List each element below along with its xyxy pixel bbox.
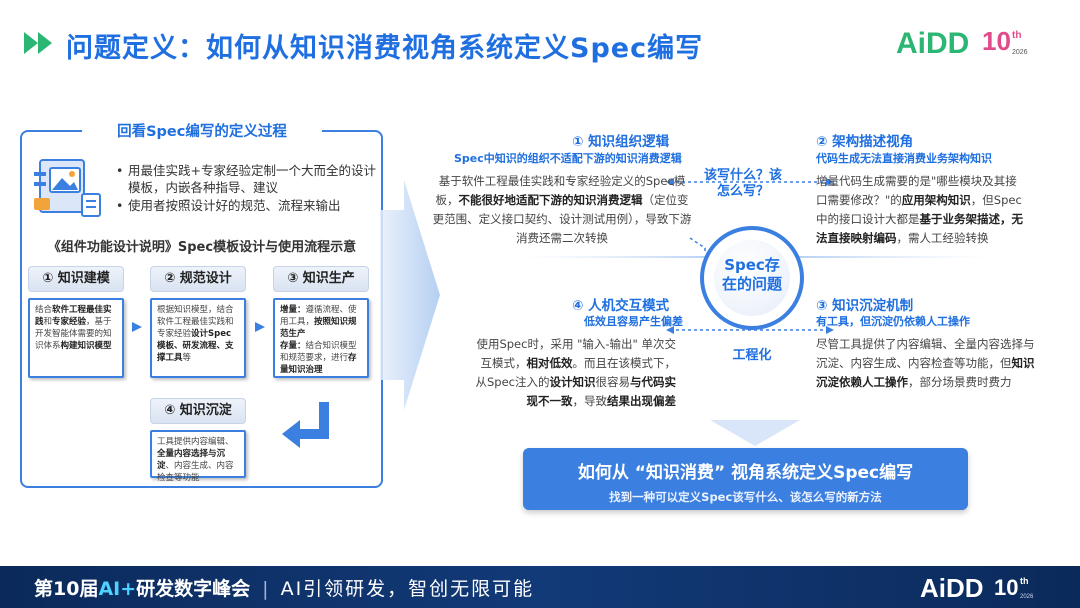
section-title: ③ 知识沉淀机制 <box>816 298 914 314</box>
step-label: ② 规范设计 <box>150 266 246 292</box>
section-subtitle: 低效且容易产生偏差 <box>584 315 683 328</box>
card-heading: 回看Spec编写的定义过程 <box>82 118 322 146</box>
engineering-label: 工程化 <box>732 348 772 363</box>
step-description: 增量：遵循流程、使用工具，按照知识规范生产存量：结合知识模型和规范要求，进行存量… <box>273 298 369 378</box>
conclusion-banner: 如何从 “知识消费” 视角系统定义Spec编写 找到一种可以定义Spec该写什么… <box>523 448 968 510</box>
svg-text:10: 10 <box>982 26 1011 56</box>
step-knowledge-production: ③ 知识生产 增量：遵循流程、使用工具，按照知识规范生产存量：结合知识模型和规范… <box>273 266 369 378</box>
step-label: ① 知识建模 <box>28 266 124 292</box>
step-label: ④ 知识沉淀 <box>150 398 246 424</box>
arrow-right-icon <box>132 322 142 332</box>
svg-text:2026: 2026 <box>1020 594 1034 600</box>
section-body: 基于软件工程最佳实践和专家经验定义的Spec模板，不能很好地适配下游的知识消费逻… <box>432 174 692 245</box>
footer-logo: AiDD 10 th 2026 <box>920 570 1050 604</box>
svg-text:th: th <box>1020 576 1029 586</box>
footer-text: 第10届AI+研发数字峰会|AI引领研发，智创无限可能 <box>34 578 535 600</box>
svg-text:AiDD: AiDD <box>896 27 969 60</box>
footer-bar <box>0 566 1080 608</box>
document-design-icon <box>34 159 101 217</box>
center-label: Spec存在的问题 <box>714 240 790 316</box>
step-description: 根据知识模型，结合软件工程最佳实践和专家经验设计Spec模板、研发流程、支撑工具… <box>150 298 246 378</box>
flow-arrow-icon <box>380 180 440 410</box>
step-spec-design: ② 规范设计 根据知识模型，结合软件工程最佳实践和专家经验设计Spec模板、研发… <box>150 266 246 378</box>
svg-text:2026: 2026 <box>1012 49 1028 56</box>
section-body: 使用Spec时，采用 "输入-输出" 单次交互模式，相对低效。而且在该模式下，从… <box>475 337 677 408</box>
section-title: ② 架构描述视角 <box>816 134 914 150</box>
section-body: 增量代码生成需要的是"哪些模块及其接口需要修改？"的应用架构知识，但Spec中的… <box>816 174 1023 245</box>
bullet-item: 用最佳实践+专家经验定制一个大而全的设计模板，内嵌各种指导、建议 <box>116 162 378 196</box>
bullet-item: 使用者按照设计好的规范、流程来输出 <box>116 197 378 214</box>
arrow-right-icon <box>255 322 265 332</box>
step-knowledge-settling: ④ 知识沉淀 工具提供内容编辑、全量内容选择与沉淀、内容生成、内容检查等功能 <box>150 398 246 483</box>
section-subtitle: 有工具，但沉淀仍依赖人工操作 <box>816 315 970 328</box>
conclusion-title: 如何从 “知识消费” 视角系统定义Spec编写 <box>577 463 914 483</box>
conclusion-subtitle: 找到一种可以定义Spec该写什么、该怎么写的新方法 <box>609 490 882 504</box>
aidd-logo: AiDD 10 th 2026 <box>896 24 1046 60</box>
page-title: 问题定义：如何从知识消费视角系统定义Spec编写 <box>66 33 704 64</box>
section-title: ① 知识组织逻辑 <box>572 134 670 150</box>
step-description: 结合软件工程最佳实践和专家经验，基于开发智能体需要的知识体系构建知识模型 <box>28 298 124 378</box>
svg-text:AiDD: AiDD <box>920 573 984 603</box>
what-how-label: 该写什么？该怎么写？ <box>703 168 782 199</box>
step-knowledge-modeling: ① 知识建模 结合软件工程最佳实践和专家经验，基于开发智能体需要的知识体系构建知… <box>28 266 124 378</box>
play-forward-icon <box>24 32 52 54</box>
return-arrow-icon <box>282 402 329 448</box>
section-subtitle: 代码生成无法直接消费业务架构知识 <box>816 152 992 165</box>
step-description: 工具提供内容编辑、全量内容选择与沉淀、内容生成、内容检查等功能 <box>150 430 246 483</box>
diagram-title: 《组件功能设计说明》Spec模板设计与使用流程示意 <box>47 240 357 255</box>
svg-text:th: th <box>1012 30 1021 41</box>
svg-text:10: 10 <box>994 575 1018 600</box>
template-bullets: 用最佳实践+专家经验定制一个大而全的设计模板，内嵌各种指导、建议 使用者按照设计… <box>116 162 378 215</box>
section-subtitle: Spec中知识的组织不适配下游的知识消费逻辑 <box>454 152 682 165</box>
step-label: ③ 知识生产 <box>273 266 369 292</box>
section-body: 尽管工具提供了内容编辑、全量内容选择与沉淀、内容生成、内容检查等功能，但知识沉淀… <box>816 337 1035 389</box>
section-title: ④ 人机交互模式 <box>572 298 670 314</box>
